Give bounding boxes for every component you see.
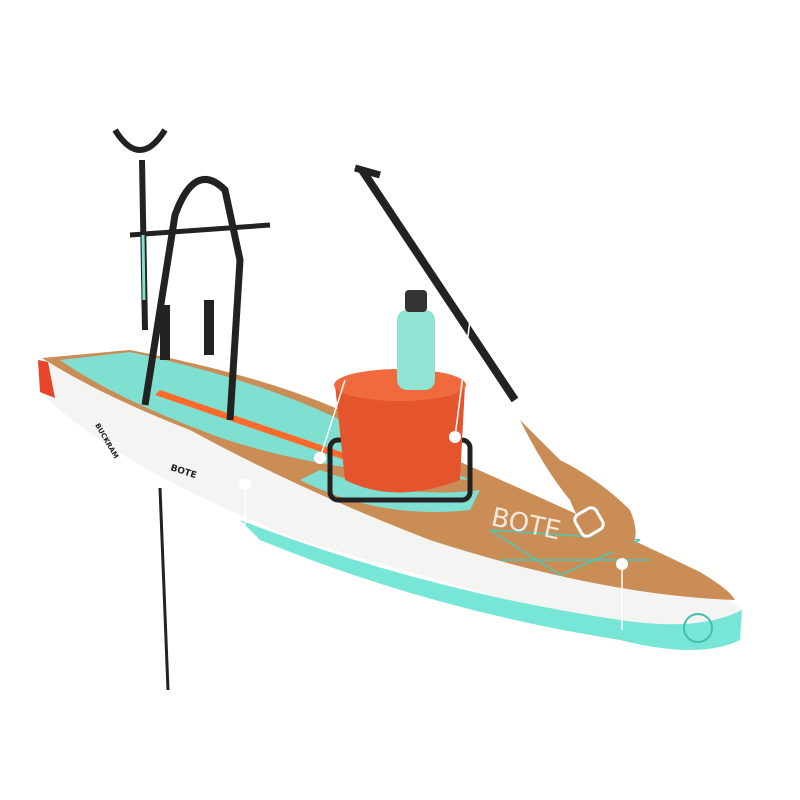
rack-arch [141, 176, 244, 421]
paddle-blade-logo [573, 506, 605, 538]
hotspot-rack[interactable] [314, 379, 346, 464]
rod-holder [160, 305, 170, 360]
nose-logo [683, 613, 713, 643]
water-bottle [397, 310, 435, 390]
rack-crossbar [129, 222, 271, 238]
cooler [335, 372, 465, 493]
hotspot-cooler[interactable] [449, 319, 471, 443]
water-bottle-cap [405, 290, 427, 312]
paddle-grip [354, 164, 381, 179]
paddle-blade [520, 420, 636, 555]
hotspot-board-side[interactable] [239, 478, 251, 530]
hull-stripe [240, 520, 742, 650]
push-pole-accent [141, 234, 146, 301]
stake-pole [158, 487, 170, 691]
deck-orange-stripe [155, 390, 350, 460]
rod-holder [204, 300, 214, 355]
hotspot-paddle[interactable] [616, 558, 628, 630]
tail-red-rail [38, 360, 55, 398]
push-pole-fork [112, 128, 168, 153]
paddle-shaft [358, 167, 519, 403]
